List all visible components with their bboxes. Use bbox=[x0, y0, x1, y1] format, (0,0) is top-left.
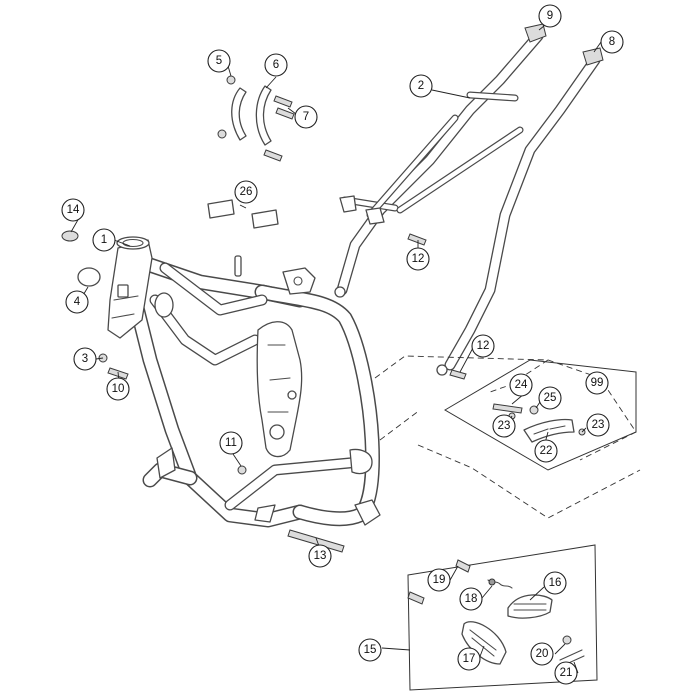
svg-text:8: 8 bbox=[609, 36, 615, 48]
callout-21: 21 bbox=[554, 661, 578, 685]
callout-12-upper: 12 bbox=[406, 247, 430, 271]
hardware bbox=[61, 75, 467, 553]
leader-lines bbox=[70, 25, 602, 674]
callout-16: 16 bbox=[543, 571, 567, 595]
svg-text:23: 23 bbox=[498, 420, 511, 432]
callout-11: 11 bbox=[219, 431, 243, 455]
callout-3: 3 bbox=[73, 347, 97, 371]
callout-4: 4 bbox=[65, 290, 89, 314]
callout-23-left: 23 bbox=[492, 414, 516, 438]
callout-6: 6 bbox=[264, 53, 288, 77]
callout-26: 26 bbox=[234, 180, 258, 204]
kit-box-99 bbox=[444, 359, 637, 471]
callout-8: 8 bbox=[600, 30, 624, 54]
svg-text:6: 6 bbox=[273, 59, 279, 71]
svg-text:11: 11 bbox=[225, 437, 237, 449]
svg-text:13: 13 bbox=[314, 550, 327, 562]
svg-text:12: 12 bbox=[412, 253, 425, 265]
svg-text:9: 9 bbox=[547, 10, 553, 22]
callout-9: 9 bbox=[538, 4, 562, 28]
callout-24: 24 bbox=[509, 373, 533, 397]
svg-text:7: 7 bbox=[303, 111, 309, 123]
callout-12-lower: 12 bbox=[471, 334, 495, 358]
callout-19: 19 bbox=[427, 568, 451, 592]
svg-text:1: 1 bbox=[101, 234, 107, 246]
callout-10: 10 bbox=[106, 377, 130, 401]
svg-text:12: 12 bbox=[477, 340, 490, 352]
callout-1: 1 bbox=[92, 228, 116, 252]
main-frame bbox=[107, 236, 381, 528]
svg-text:2: 2 bbox=[418, 80, 424, 92]
svg-text:3: 3 bbox=[82, 353, 88, 365]
svg-text:15: 15 bbox=[364, 644, 377, 656]
callouts: 1 2 3 4 5 6 7 8 9 10 11 12 12 13 14 15 1… bbox=[61, 4, 624, 685]
svg-text:10: 10 bbox=[112, 383, 125, 395]
svg-text:23: 23 bbox=[592, 419, 605, 431]
callout-99: 99 bbox=[585, 371, 609, 395]
kit-box-15 bbox=[407, 544, 598, 691]
svg-text:4: 4 bbox=[74, 296, 81, 308]
svg-text:19: 19 bbox=[433, 574, 446, 586]
svg-text:26: 26 bbox=[240, 186, 253, 198]
callout-7: 7 bbox=[294, 105, 318, 129]
callout-15: 15 bbox=[358, 638, 382, 662]
callout-2: 2 bbox=[409, 74, 433, 98]
svg-text:21: 21 bbox=[560, 667, 573, 679]
svg-text:5: 5 bbox=[216, 55, 222, 67]
svg-text:18: 18 bbox=[465, 593, 478, 605]
callout-20: 20 bbox=[530, 642, 554, 666]
svg-text:17: 17 bbox=[463, 653, 476, 665]
callout-18: 18 bbox=[459, 587, 483, 611]
svg-text:99: 99 bbox=[591, 377, 604, 389]
svg-text:24: 24 bbox=[515, 379, 528, 391]
svg-text:22: 22 bbox=[540, 445, 553, 457]
callout-23-right: 23 bbox=[586, 413, 610, 437]
subframe bbox=[334, 23, 604, 376]
svg-text:16: 16 bbox=[549, 577, 562, 589]
callout-5: 5 bbox=[207, 49, 231, 73]
svg-text:20: 20 bbox=[536, 648, 549, 660]
callout-22: 22 bbox=[534, 439, 558, 463]
callout-13: 13 bbox=[308, 544, 332, 568]
callout-17: 17 bbox=[457, 647, 481, 671]
callout-14: 14 bbox=[61, 198, 85, 222]
callout-25: 25 bbox=[538, 386, 562, 410]
svg-text:25: 25 bbox=[544, 392, 557, 404]
svg-text:14: 14 bbox=[67, 204, 80, 216]
